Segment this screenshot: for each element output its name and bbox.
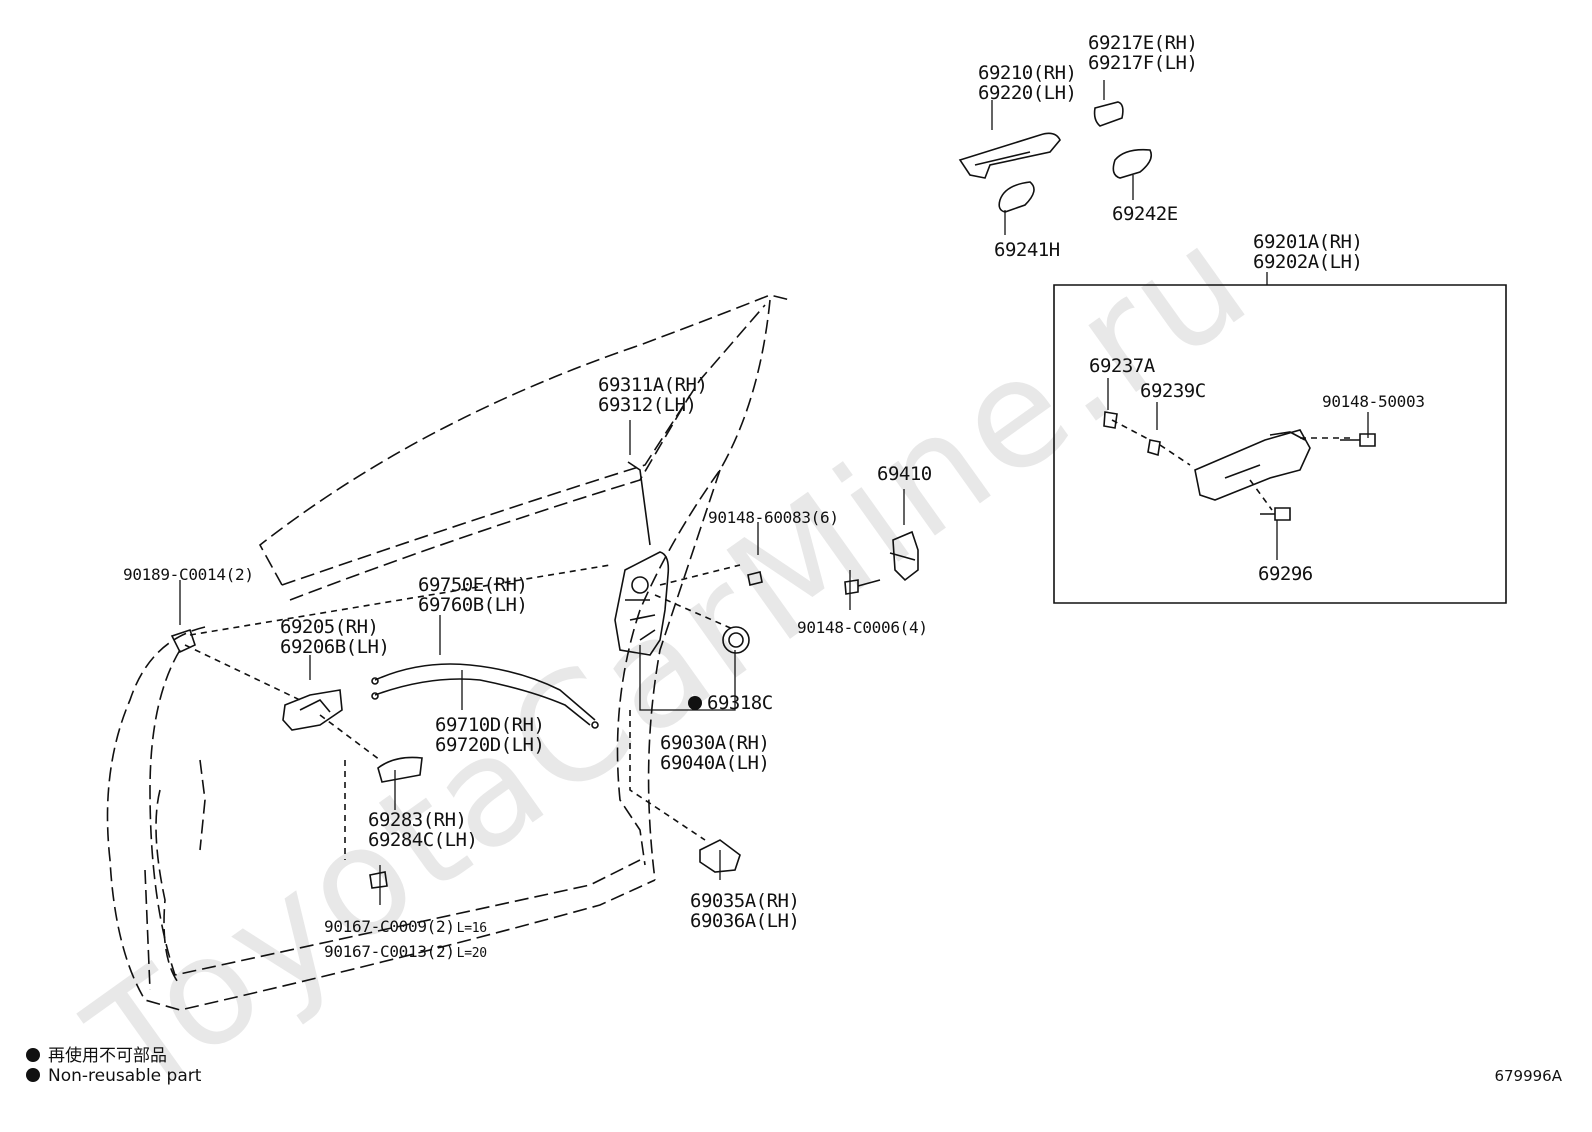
label-69710: 69710D(RH) 69720D(LH) [435,714,545,756]
label-90148-c0006: 90148-C0006(4) [797,618,928,637]
cover-69035 [700,840,740,872]
bolt-90148-50003 [1340,434,1375,446]
bezel-69283 [378,757,422,782]
label-69311: 69311A(RH) 69312(LH) [598,374,708,416]
bullet-icon [26,1048,40,1062]
clip-69239 [1148,440,1160,455]
frame-69201 [1195,430,1310,500]
pad-69242 [1113,150,1151,178]
door-exploded-diagram [0,0,1592,1099]
label-90148-50003: 90148-50003 [1322,392,1425,411]
label-69242: 69242E [1112,203,1178,225]
inside-handle-69205 [283,690,342,730]
label-69210: 69210(RH) 69220(LH) [978,62,1077,104]
door-frame-outline [108,295,791,1010]
outside-handle-69210 [960,133,1060,178]
bolt-90167 [370,872,387,888]
screw-90148-c0006 [845,580,880,594]
label-69750: 69750E(RH) 69760B(LH) [418,574,528,616]
rod-69311 [628,462,650,545]
cap-69217 [1095,102,1123,126]
cables-69750 [372,664,598,728]
grommet-69318 [723,627,749,653]
assembly-box-69201 [1054,285,1506,603]
label-69217: 69217E(RH) 69217F(LH) [1088,32,1198,74]
label-69318: 69318C [707,692,773,714]
label-69241: 69241H [994,239,1060,261]
lock-assembly-69030 [615,552,668,655]
bolt-69296 [1260,508,1290,520]
label-90189: 90189-C0014(2) [123,565,254,584]
bullet-icon [26,1068,40,1082]
label-69201: 69201A(RH) 69202A(LH) [1253,231,1363,273]
screw-90148-60083 [748,572,762,585]
label-69035: 69035A(RH) 69036A(LH) [690,890,800,932]
clip-90189 [172,630,195,652]
striker-69410 [890,532,918,580]
label-69237: 69237A [1089,355,1155,377]
label-90167-c0009: 90167-C0009(2)L=16 [324,917,487,936]
label-69205: 69205(RH) 69206B(LH) [280,616,390,658]
label-69410: 69410 [877,463,932,485]
legend-jp: 再使用不可部品 [26,1041,167,1066]
label-69283: 69283(RH) 69284C(LH) [368,809,478,851]
label-69239: 69239C [1140,380,1206,402]
diagram-code: 679996A [1494,1067,1562,1085]
label-69030: 69030A(RH) 69040A(LH) [660,732,770,774]
label-69296: 69296 [1258,563,1313,585]
label-90167-c0013: 90167-C0013(2)L=20 [324,942,487,961]
legend-en: Non-reusable part [26,1066,201,1086]
solid-leaders [180,80,1368,905]
pad-69241 [999,182,1034,212]
non-reusable-marker [688,696,702,710]
leader-lines [185,420,1355,860]
clip-69237 [1104,412,1117,428]
label-90148-60083: 90148-60083(6) [708,508,839,527]
